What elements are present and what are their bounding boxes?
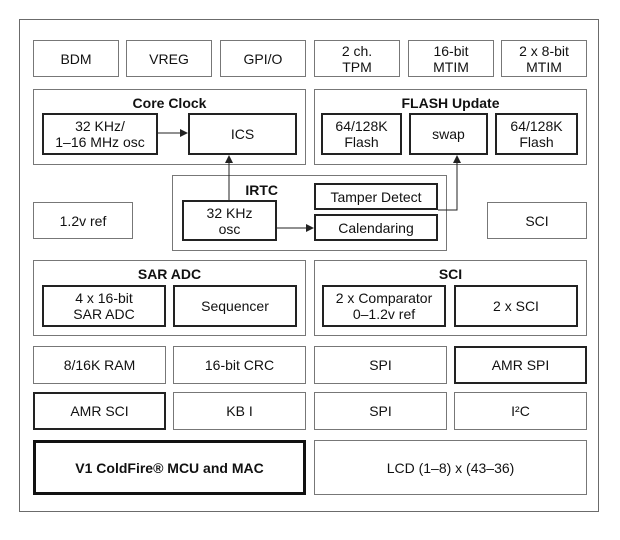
core-osc-block: 32 KHz/ 1–16 MHz osc [42,113,158,155]
spi-block-a: SPI [314,346,447,384]
i2c-block: I²C [454,392,587,430]
ics-block: ICS [188,113,297,155]
spi-block-b: SPI [314,392,447,430]
kbi-block: KB I [173,392,306,430]
ram-block: 8/16K RAM [33,346,166,384]
calendaring-block: Calendaring [314,214,438,241]
sar-adc-title: SAR ADC [137,266,202,282]
swap-block: swap [409,113,488,155]
crc-block: 16-bit CRC [173,346,306,384]
tpm-block: 2 ch. TPM [314,40,400,77]
flash-a-block: 64/128K Flash [321,113,402,155]
sci-group-title: SCI [438,266,463,282]
sequencer-block: Sequencer [173,285,297,327]
mtim16-block: 16-bit MTIM [408,40,494,77]
mtim8-block: 2 x 8-bit MTIM [501,40,587,77]
sci-block: SCI [487,202,587,239]
sci2-block: 2 x SCI [454,285,578,327]
irtc-title: IRTC [245,182,278,198]
irtc-osc-block: 32 KHz osc [182,200,277,241]
sar-adc-block: 4 x 16-bit SAR ADC [42,285,166,327]
gpio-block: GPI/O [220,40,306,77]
flash-update-title: FLASH Update [401,95,500,111]
ref-block: 1.2v ref [33,202,133,239]
mcu-block: V1 ColdFire® MCU and MAC [33,440,306,495]
bdm-block: BDM [33,40,119,77]
vreg-block: VREG [126,40,212,77]
amr-spi-block: AMR SPI [454,346,587,384]
flash-b-block: 64/128K Flash [495,113,578,155]
tamper-detect-block: Tamper Detect [314,183,438,210]
core-clock-title: Core Clock [132,95,207,111]
lcd-block: LCD (1–8) x (43–36) [314,440,587,495]
amr-sci-block: AMR SCI [33,392,166,430]
comparator-block: 2 x Comparator 0–1.2v ref [322,285,446,327]
